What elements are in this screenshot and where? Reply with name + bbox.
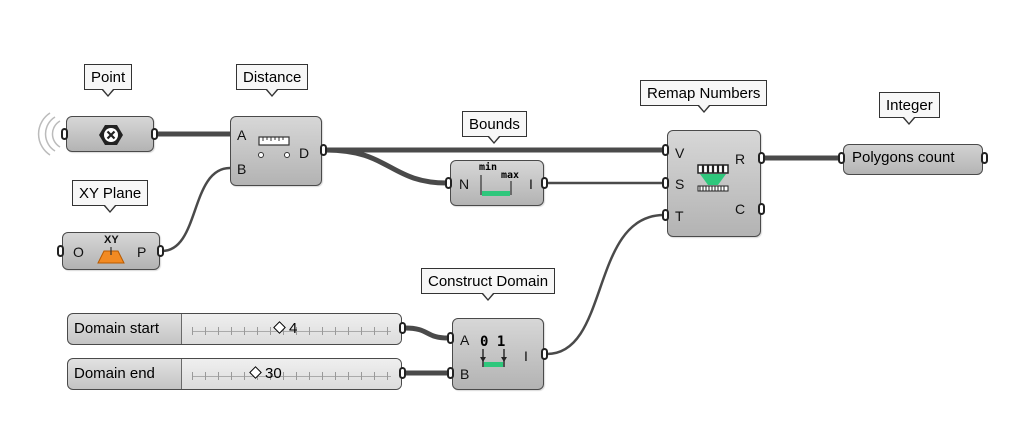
construct-domain-input-a-grip[interactable]: [447, 332, 454, 344]
xy-plane-input-grip[interactable]: [57, 245, 64, 257]
slider-domain-end-label: Domain end: [68, 359, 182, 389]
slider-domain-start-label: Domain start: [68, 314, 182, 344]
bounds-output-grip[interactable]: [541, 177, 548, 189]
xy-plane-output-p[interactable]: P: [137, 244, 147, 260]
remap-input-s[interactable]: S: [675, 176, 685, 192]
remap-input-s-grip[interactable]: [662, 177, 669, 189]
point-icon: [99, 125, 123, 145]
xy-plane-component[interactable]: O P XY: [62, 232, 160, 270]
remap-output-r[interactable]: R: [735, 151, 746, 167]
bounds-input-grip[interactable]: [445, 177, 452, 189]
point-output-grip[interactable]: [151, 128, 158, 140]
slider-domain-end-output-grip[interactable]: [399, 367, 406, 379]
distance-component[interactable]: A B D: [230, 116, 322, 186]
slider-handle-icon[interactable]: [273, 321, 286, 334]
bounds-icon: [480, 175, 512, 196]
distance-output-d[interactable]: D: [299, 145, 310, 161]
slider-domain-start-output-grip[interactable]: [399, 322, 406, 334]
integer-input-grip[interactable]: [838, 152, 845, 164]
integer-output-grip[interactable]: [981, 152, 988, 164]
wire-start-to-domain: [404, 325, 449, 341]
construct-domain-input-b-grip[interactable]: [447, 367, 454, 379]
integer-component[interactable]: Polygons count: [843, 144, 983, 175]
remap-icon: [697, 164, 729, 192]
slider-domain-start-value: 4: [289, 320, 298, 337]
slider-handle-icon[interactable]: [249, 366, 262, 379]
xy-plane-title: XY Plane: [72, 180, 149, 213]
point-title: Point: [84, 64, 133, 97]
construct-domain-title: Construct Domain: [421, 268, 556, 301]
bounds-max-label: max: [501, 170, 520, 181]
wire-distance-to-bounds: [325, 147, 448, 186]
slider-domain-end-value: 30: [265, 365, 282, 382]
bounds-output-i[interactable]: I: [529, 176, 533, 192]
wire-domain-to-remap-t: [546, 213, 665, 356]
construct-domain-input-a[interactable]: A: [460, 332, 470, 348]
remap-output-c[interactable]: C: [735, 201, 746, 217]
construct-domain-output-i[interactable]: I: [524, 348, 528, 364]
distance-input-b[interactable]: B: [237, 161, 247, 177]
remap-output-r-grip[interactable]: [758, 152, 765, 164]
bounds-title: Bounds: [462, 111, 527, 144]
slider-domain-end-handle[interactable]: 30: [249, 365, 282, 382]
slider-domain-end[interactable]: Domain end 30: [67, 358, 402, 390]
slider-domain-start-track[interactable]: 4: [182, 314, 401, 344]
slider-domain-start[interactable]: Domain start 4: [67, 313, 402, 345]
xy-label: XY: [104, 234, 119, 246]
bounds-input-n[interactable]: N: [459, 176, 470, 192]
signal-icon: [37, 112, 61, 156]
remap-input-v[interactable]: V: [675, 145, 685, 161]
remap-input-t[interactable]: T: [675, 208, 684, 224]
xy-plane-output-grip[interactable]: [157, 245, 164, 257]
construct-domain-component[interactable]: A B I 0 1: [452, 318, 544, 390]
wire-plane-to-distance: [161, 166, 231, 253]
distance-input-a[interactable]: A: [237, 127, 247, 143]
distance-title: Distance: [236, 64, 309, 97]
bounds-component[interactable]: N I min max: [450, 160, 544, 206]
plane-icon: [97, 247, 125, 264]
domain-icon-label: 0 1: [480, 334, 506, 350]
distance-output-grip[interactable]: [320, 144, 327, 156]
remap-input-v-grip[interactable]: [662, 144, 669, 156]
remap-output-c-grip[interactable]: [758, 203, 765, 215]
construct-domain-input-b[interactable]: B: [460, 366, 470, 382]
remap-input-t-grip[interactable]: [662, 209, 669, 221]
point-input-grip[interactable]: [61, 128, 68, 140]
slider-domain-end-track[interactable]: 30: [182, 359, 401, 389]
bounds-min-label: min: [479, 162, 498, 173]
remap-title: Remap Numbers: [640, 80, 768, 113]
point-component[interactable]: [66, 116, 154, 152]
integer-label: Polygons count: [852, 149, 955, 166]
ruler-icon: [258, 136, 290, 158]
slider-domain-start-handle[interactable]: 4: [273, 320, 298, 337]
remap-component[interactable]: V S T R C: [667, 130, 761, 237]
xy-plane-input-o[interactable]: O: [73, 244, 84, 260]
integer-title: Integer: [879, 92, 940, 125]
construct-domain-output-grip[interactable]: [541, 348, 548, 360]
domain-icon: [480, 349, 507, 367]
